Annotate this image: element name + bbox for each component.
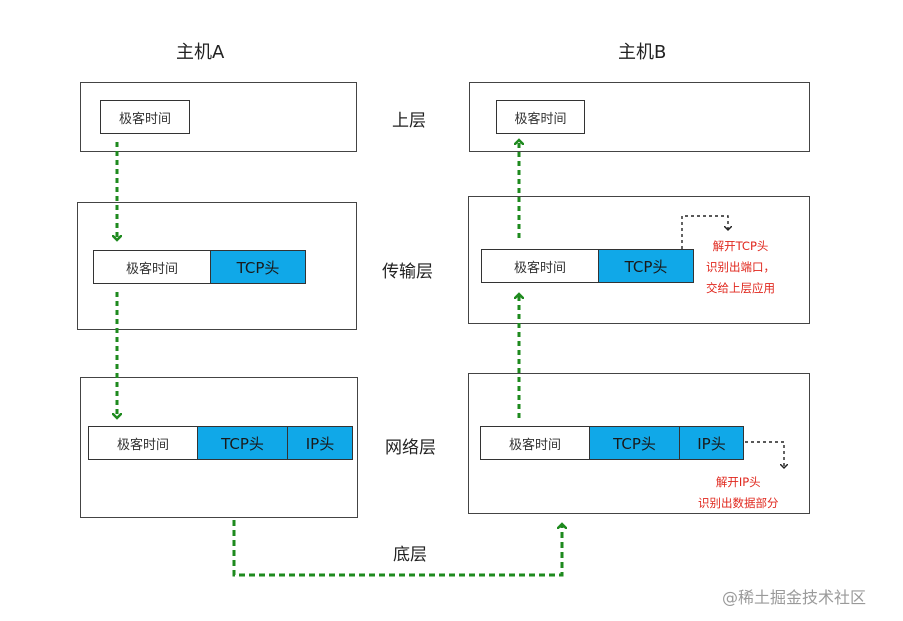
host-a-upper-packet: 极客时间 <box>100 100 190 134</box>
host-b-network-packet: 极客时间 TCP头 IP头 <box>480 426 744 460</box>
tcp-header-segment: TCP头 <box>197 426 288 460</box>
layer-label-transport: 传输层 <box>382 262 433 282</box>
note-line: 识别出端口， <box>706 260 775 274</box>
arrow-ip-callout <box>745 441 784 468</box>
arrow-tcp-callout <box>681 215 728 249</box>
host-a-transport-packet: 极客时间 TCP头 <box>93 250 306 284</box>
ip-header-segment: IP头 <box>679 426 744 460</box>
data-segment: 极客时间 <box>496 100 585 134</box>
tcp-header-segment: TCP头 <box>598 249 694 283</box>
note-line: 识别出数据部分 <box>698 496 779 510</box>
transport-unpack-note: 解开TCP头 识别出端口， 交给上层应用 <box>706 236 775 299</box>
host-b-transport-packet: 极客时间 TCP头 <box>481 249 694 283</box>
data-segment: 极客时间 <box>93 250 211 284</box>
tcp-header-segment: TCP头 <box>589 426 680 460</box>
host-a-upper-panel <box>80 82 357 152</box>
note-line: 解开IP头 <box>715 475 761 489</box>
layer-label-bottom: 底层 <box>393 545 427 565</box>
data-segment: 极客时间 <box>100 100 190 134</box>
note-line: 交给上层应用 <box>706 281 775 295</box>
data-segment: 极客时间 <box>88 426 198 460</box>
data-segment: 极客时间 <box>481 249 599 283</box>
host-b-upper-packet: 极客时间 <box>496 100 585 134</box>
host-b-title: 主机B <box>618 42 667 63</box>
note-line: 解开TCP头 <box>712 239 769 253</box>
host-a-title: 主机A <box>176 42 225 63</box>
network-unpack-note: 解开IP头 识别出数据部分 <box>698 472 779 514</box>
layer-label-upper: 上层 <box>392 111 426 131</box>
data-segment: 极客时间 <box>480 426 590 460</box>
layer-label-network: 网络层 <box>385 438 436 458</box>
arrow-bottom-link <box>232 520 562 577</box>
host-a-network-packet: 极客时间 TCP头 IP头 <box>88 426 353 460</box>
watermark: @稀土掘金技术社区 <box>722 588 867 607</box>
tcp-header-segment: TCP头 <box>210 250 306 284</box>
ip-header-segment: IP头 <box>287 426 353 460</box>
